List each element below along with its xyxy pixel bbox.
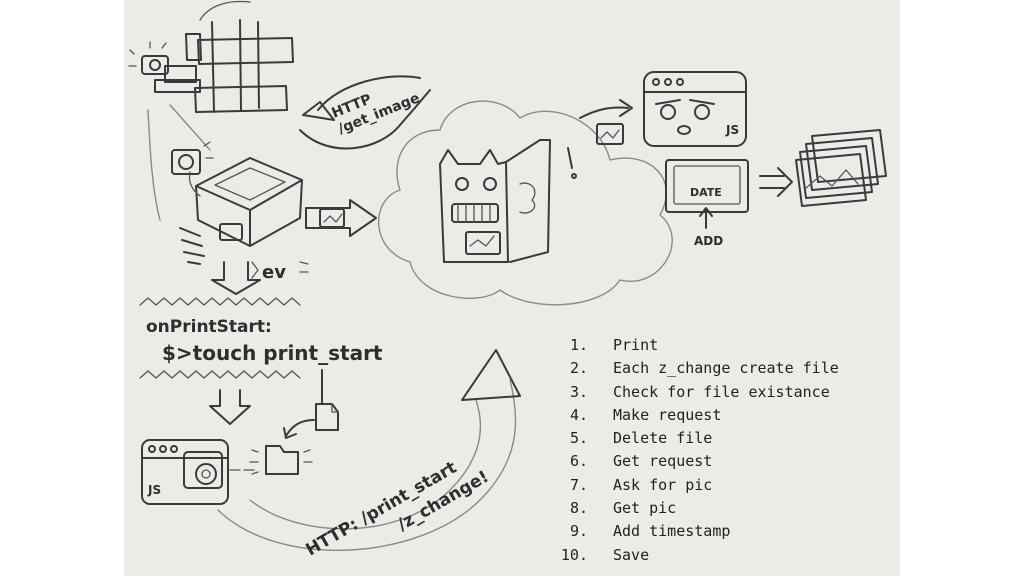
paper-sketch [124,0,900,576]
cat-server-drawing [439,139,551,263]
step-number: 7. [569,475,588,494]
step-item: 2. Each z_change create file [554,357,839,380]
step-number: 3. [569,382,588,401]
zigzag-bottom [139,370,301,379]
touch-command-label: $>touch print_start [162,341,383,365]
add-label: ADD [694,234,723,248]
step-item: 4. Make request [554,404,839,427]
step-text: Save [613,545,650,564]
step-item: 8. Get pic [554,497,839,520]
http-print-start-label: HTTP: /print_start /z_change! [303,446,493,576]
file-icon [315,369,339,431]
step-text: Print [613,336,659,354]
step-item: 6. Get request [554,450,839,473]
step-number: 10. [560,545,588,564]
step-item: 1. Print [554,334,839,357]
step-number: 4. [569,405,588,424]
zigzag-top [139,297,301,306]
add-arrow [699,207,713,229]
step-number: 5. [569,429,588,448]
date-label: DATE [690,186,722,199]
webcam-icon [171,141,214,175]
step-number: 9. [569,522,588,541]
step-number: 2. [569,359,588,378]
js-browser-window [643,71,747,147]
photo-stack-drawing [795,129,887,207]
command-down-arrow [209,389,251,425]
step-item: 3. Check for file existance [554,381,839,404]
step-text: Ask for pic [613,475,713,494]
get-image-arrow [299,75,431,150]
step-text: Add timestamp [613,522,731,541]
cloud-drawing [378,100,673,306]
steps-list: 1. Print 2. Each z_change create file 3. Chec… [554,334,839,567]
http-print-start-arrow [217,349,521,551]
pi-to-cloud-arrow [305,199,377,237]
step-text: Get pic [613,499,677,518]
folder-icon [249,445,313,475]
step-item: 5. Delete file [554,427,839,450]
step-number: 8. [569,499,588,518]
step-item: 7. Ask for pic [554,474,839,497]
on-print-start-label: onPrintStart: [146,317,272,337]
frame-to-stack-arrow [759,167,793,197]
step-item: 10. Save [554,544,839,567]
step-text: Make request [613,405,722,424]
js-camera-window [141,439,255,505]
file-to-folder-arrow [283,419,315,439]
step-item: 9. Add timestamp [554,520,839,543]
step-text: Get request [613,452,713,471]
raspberry-pi-drawing [179,157,303,265]
js-label-bottom: JS [147,483,161,497]
printer-drawing [147,0,294,221]
exclamation-mark [567,147,577,179]
http-get-image-label: HTTP /get_image [330,74,423,137]
step-text: Each z_change create file [613,359,839,378]
step-text: Check for file existance [613,382,830,401]
pi-down-arrow [211,261,261,295]
step-number: 1. [569,336,588,354]
ev-label: ev [262,262,286,283]
step-number: 6. [569,452,588,471]
js-label-top: JS [725,123,739,137]
cloud-to-browser-arrow [579,99,633,145]
step-text: Delete file [613,429,713,448]
camera-icon [128,41,169,75]
